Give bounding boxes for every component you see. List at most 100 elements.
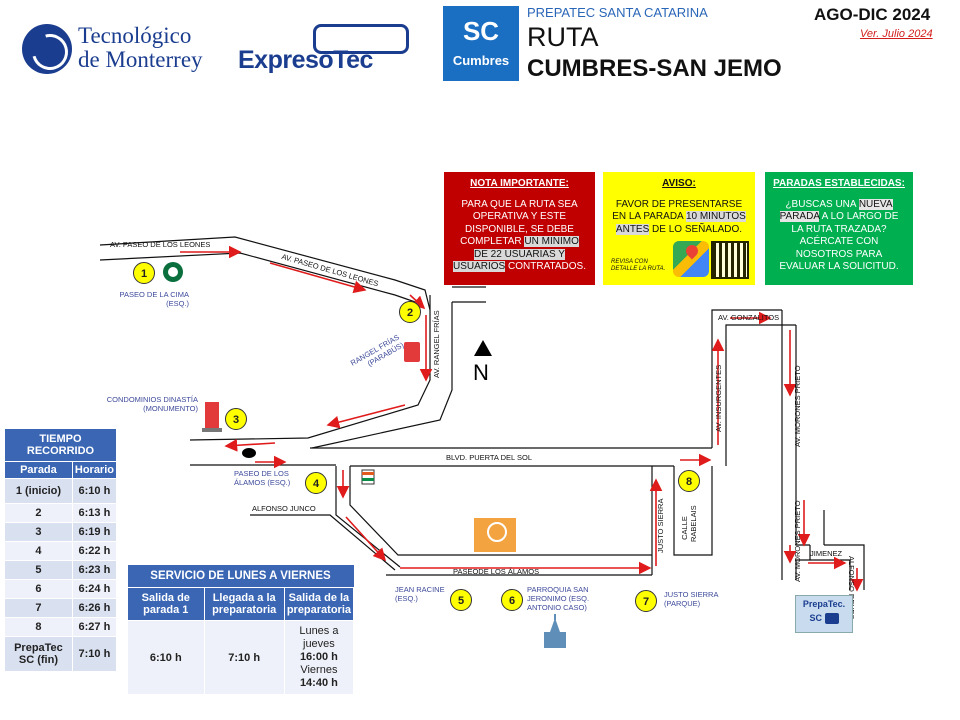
bus-icon (824, 613, 839, 625)
expresotec-text: ExpresoTec (238, 46, 373, 74)
stop-1[interactable]: 1 (133, 262, 155, 284)
street-puerta-sol: BLVD. PUERTA DEL SOL (446, 453, 533, 462)
starbucks-icon (163, 262, 183, 282)
llegada-value: 7:10 h (228, 651, 261, 664)
row-parada: 8 (4, 617, 73, 637)
col-salida-parada: Salida de parada 1 (127, 587, 205, 621)
tec-seal-icon (22, 24, 72, 74)
place-paseo-cima: PASEO DE LA CIMA (ESQ.) (119, 290, 189, 308)
stop-marker-dot (242, 448, 256, 458)
v-label: Viernes (300, 664, 338, 676)
expresotec-logo: ExpresoTec (238, 24, 413, 76)
col-salida-prepa: Salida de la preparatoria (283, 587, 355, 621)
aviso-note: AVISO: FAVOR DE PRESENTARSE EN LA PARADA… (603, 172, 755, 285)
seven-eleven-icon (361, 469, 375, 485)
row-parada: 3 (4, 522, 73, 542)
route-name: CUMBRES-SAN JEMO (527, 55, 782, 82)
row-hora: 6:19 h (71, 522, 118, 542)
street-insurgentes: AV. INSURGENTES (714, 364, 723, 432)
street-morones-prieto-1: AV. MORONES PRIETO (793, 365, 802, 447)
col-llegada: Llegada a la preparatoria (203, 587, 285, 621)
row-hora: 6:24 h (71, 579, 118, 599)
row-parada: 6 (4, 579, 73, 599)
tiempo-title: TIEMPO RECORRIDO (4, 428, 117, 462)
version-link[interactable]: Ver. Julio 2024 (860, 28, 933, 40)
prepatec-destination: PrepaTec. SC (795, 595, 853, 633)
place-parroquia: PARROQUIA SAN JERONIMO (ESQ. ANTONIO CAS… (527, 585, 590, 612)
stop-3[interactable]: 3 (225, 408, 247, 430)
col-parada: Parada (4, 461, 73, 479)
north-label: N (473, 360, 489, 385)
lj-hora: 16:00 h (299, 651, 338, 663)
stop-8[interactable]: 8 (678, 470, 700, 492)
north-arrow-icon (474, 340, 492, 356)
street-rangel-frias: AV. RANGEL FRÍAS (432, 310, 441, 378)
row-parada: PrepaTec SC (fin) (4, 636, 73, 672)
period-label: AGO-DIC 2024 (814, 5, 931, 24)
table-row: PrepaTec SC (fin)7:10 h (4, 636, 118, 672)
campus-badge: SC Cumbres (443, 6, 519, 81)
badge-label: Cumbres (452, 53, 510, 68)
street-alfonso-junco: ALFONSO JUNCO (252, 504, 316, 513)
row-hora: 6:22 h (71, 541, 118, 561)
place-paseo-alamos-esq: PASEO DE LOS ÁLAMOS (ESQ.) (234, 469, 291, 487)
row-parada: 5 (4, 560, 73, 580)
row-parada: 2 (4, 503, 73, 523)
parroquia-logo-icon (474, 518, 516, 552)
stop-4[interactable]: 4 (305, 472, 327, 494)
aviso-small-text: REVISA CON DETALLE LA RUTA. (611, 259, 666, 272)
row-parada: 1 (inicio) (4, 478, 73, 504)
salida-value: 6:10 h (149, 651, 182, 664)
aviso-title: AVISO: (662, 178, 696, 189)
badge-code: SC (462, 16, 500, 46)
church-icon (544, 614, 566, 648)
street-jimenez: JIMENEZ (810, 549, 843, 558)
street-calle-rabelais: CALLE RABELAIS (680, 505, 698, 542)
street-justo-sierra: JUSTO SIERRA (656, 498, 665, 553)
row-hora: 6:13 h (71, 503, 118, 523)
street-paseo-alamos: PASEODE LOS ÁLAMOS (453, 567, 540, 576)
parabus-icon (404, 342, 420, 362)
stop-5[interactable]: 5 (450, 589, 472, 611)
paradas-title: PARADAS ESTABLECIDAS: (773, 178, 905, 189)
ruta-label: RUTA (527, 22, 599, 52)
street-morones-prieto-2: AV. MORONES PRIETO (793, 500, 802, 582)
important-note-title: NOTA IMPORTANTE: (470, 178, 569, 189)
v-hora: 14:40 h (299, 677, 338, 689)
row-hora: 6:26 h (71, 598, 118, 618)
qr-code-icon[interactable] (711, 241, 749, 279)
important-note: NOTA IMPORTANTE: PARA QUE LA RUTA SEA OP… (444, 172, 595, 285)
stop-2[interactable]: 2 (399, 301, 421, 323)
row-hora: 7:10 h (71, 636, 118, 672)
street-paseo-leones-1: AV. PASEO DE LOS LEONES (110, 240, 211, 249)
prepatec-label: PrepaTec. (802, 599, 846, 609)
stop-6[interactable]: 6 (501, 589, 523, 611)
row-hora: 6:27 h (71, 617, 118, 637)
servicio-title: SERVICIO DE LUNES A VIERNES (127, 565, 354, 588)
row-hora: 6:23 h (71, 560, 118, 580)
lj-label: Lunes a jueves (299, 625, 339, 650)
monument-icon (202, 402, 222, 432)
street-gonzalitos: AV. GONZALITOS (718, 313, 780, 322)
prepatec-sc-row: SC (796, 613, 852, 625)
bus-outline-icon (313, 24, 409, 54)
tiempo-recorrido-table: TIEMPO RECORRIDO Parada Horario 1 (inici… (4, 428, 118, 672)
google-maps-icon[interactable] (673, 241, 709, 277)
col-horario: Horario (71, 461, 118, 479)
servicio-table: SERVICIO DE LUNES A VIERNES Salida de pa… (127, 565, 355, 695)
campus-title: PREPATEC SANTA CATARINA (527, 5, 708, 20)
table-row: 1 (inicio)6:10 h (4, 478, 118, 504)
stop-7[interactable]: 7 (635, 590, 657, 612)
route-arrows (180, 245, 864, 592)
